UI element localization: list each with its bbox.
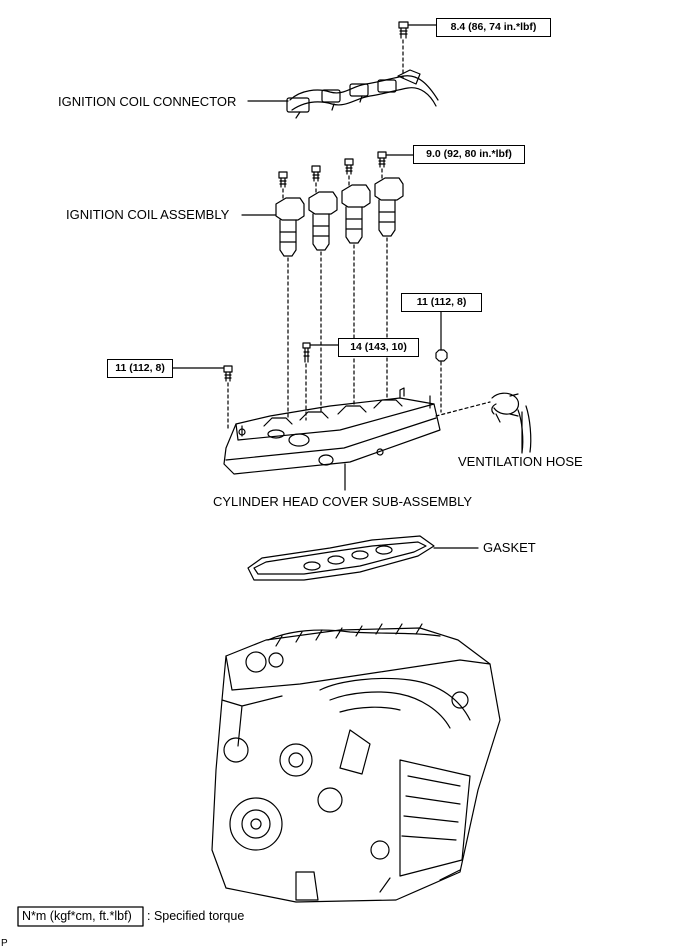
gasket-drawing xyxy=(247,535,435,581)
ignition-coils-drawing xyxy=(275,177,404,257)
torque-box-cover-nut-right: 11 (112, 8) xyxy=(401,293,482,312)
coil-to-cover-dashlines xyxy=(287,237,388,419)
coil-bolts xyxy=(278,151,387,188)
legend-box-border xyxy=(17,906,144,927)
torque-box-connector-bolt: 8.4 (86, 74 in.*lbf) xyxy=(436,18,551,37)
label-cylinder-head-cover: CYLINDER HEAD COVER SUB-ASSEMBLY xyxy=(213,494,473,509)
ventilation-hose-drawing xyxy=(491,392,532,453)
connector-bolt xyxy=(398,21,409,39)
hose-dashline xyxy=(435,401,491,417)
legend-specified-torque: : Specified torque xyxy=(147,909,245,923)
corner-mark: P xyxy=(1,938,8,949)
coil-bolt-dashlines xyxy=(282,168,383,199)
label-ignition-coil-connector: IGNITION COIL CONNECTOR xyxy=(58,94,237,109)
torque-box-coil-bolt: 9.0 (92, 80 in.*lbf) xyxy=(413,145,525,164)
cover-nut-right xyxy=(435,349,448,362)
label-ventilation-hose: VENTILATION HOSE xyxy=(458,454,583,469)
engine-drawing xyxy=(211,623,501,903)
torque-box-cover-bolt-left: 11 (112, 8) xyxy=(107,359,173,378)
cover-stud-center xyxy=(302,342,311,363)
ignition-coil-connector-drawing xyxy=(286,69,439,119)
label-gasket: GASKET xyxy=(483,540,536,555)
cover-bolt-left xyxy=(223,365,233,382)
legend-unit-box: N*m (kgf*cm, ft.*lbf) xyxy=(22,909,132,923)
torque-box-cover-stud-center: 14 (143, 10) xyxy=(338,338,419,357)
cylinder-head-cover-drawing xyxy=(223,387,441,475)
label-ignition-coil-assembly: IGNITION COIL ASSEMBLY xyxy=(66,207,230,222)
